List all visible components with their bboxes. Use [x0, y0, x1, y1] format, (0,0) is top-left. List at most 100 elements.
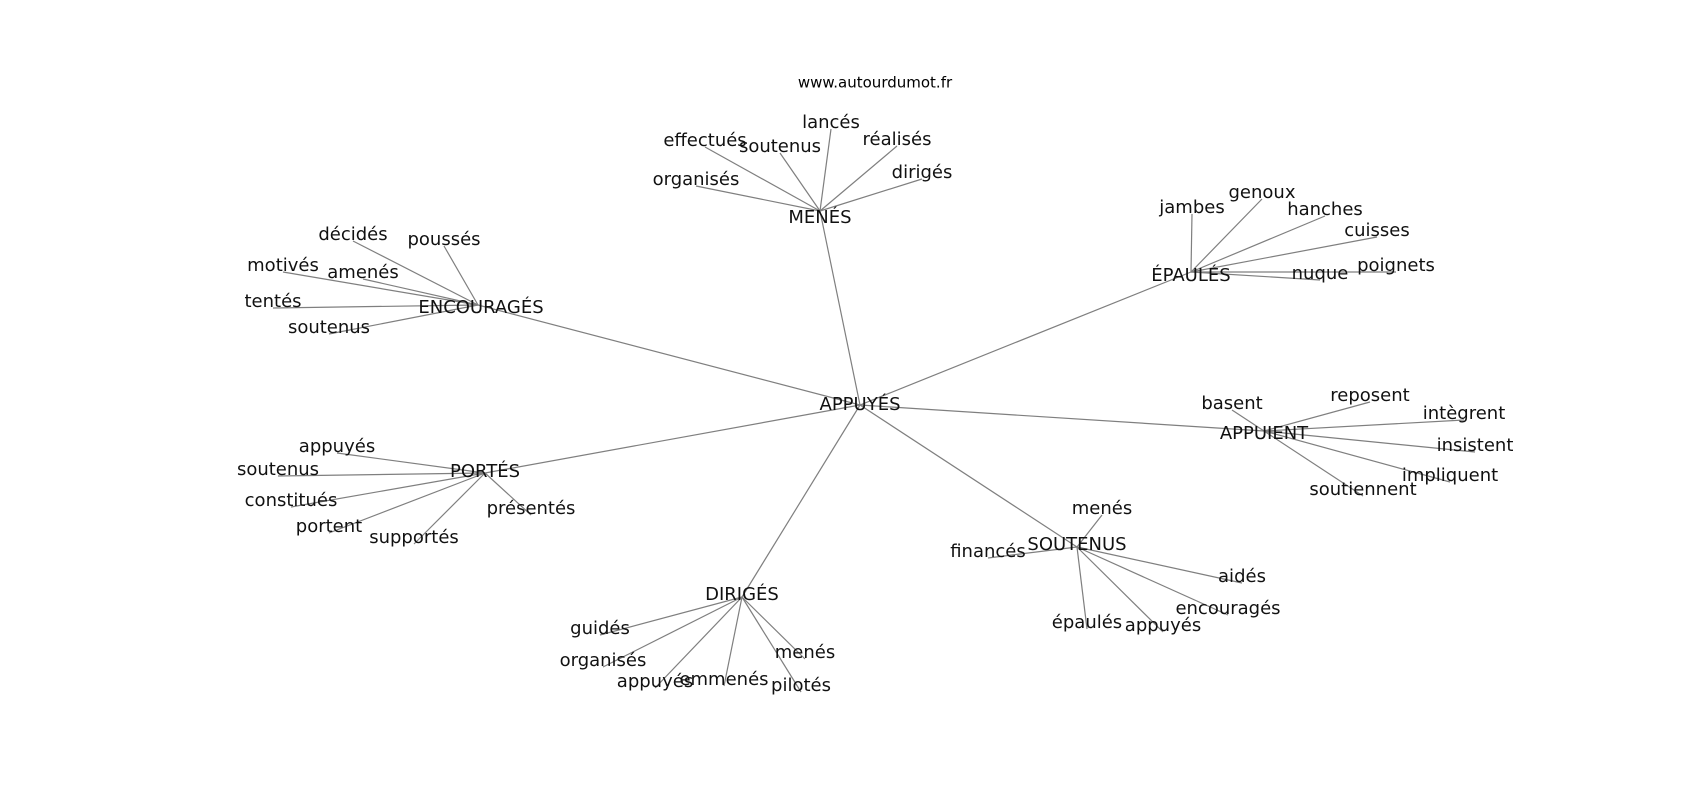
edge-hub-to-word: [1231, 409, 1265, 432]
edge-hub-to-word: [1190, 271, 1321, 281]
leaf-word: supportés: [369, 527, 459, 548]
hub-word: PORTÉS: [450, 460, 520, 482]
leaf-word: jambes: [1158, 197, 1224, 218]
hub-word: ENCOURAGÉS: [418, 296, 543, 318]
edge-hub-to-word: [741, 596, 806, 660]
edge-hub-to-word: [723, 596, 743, 687]
hub-word: DIRIGÉS: [705, 583, 779, 605]
edge-hub-to-word: [1263, 430, 1476, 453]
edge-hub-to-word: [336, 452, 486, 474]
leaf-word: soutenus: [288, 317, 370, 338]
hub-word: ÉPAULÉS: [1151, 264, 1230, 286]
leaf-word: menés: [1072, 498, 1132, 519]
leaf-word: portent: [296, 516, 362, 537]
hub-word: SOUTENUS: [1027, 534, 1126, 555]
leaf-word: financés: [950, 541, 1026, 562]
edge-hub-to-word: [779, 152, 821, 212]
hub-word: MENÉS: [788, 206, 851, 228]
leaf-word: appuyés: [617, 671, 693, 692]
edge-hub-to-word: [1076, 546, 1229, 616]
leaf-word: épaulés: [1052, 612, 1122, 633]
leaf-word: appuyés: [299, 436, 375, 457]
edge-hub-to-word: [362, 278, 479, 306]
edge-hub-to-word: [1190, 236, 1378, 273]
leaf-word: présentés: [487, 498, 576, 519]
leaf-word: emmenés: [679, 669, 768, 690]
edge-hub-to-word: [1263, 401, 1371, 432]
edge-hub-to-word: [819, 145, 898, 212]
leaf-word: soutenus: [237, 459, 319, 480]
leaf-word: soutenus: [739, 136, 821, 157]
leaf-word: réalisés: [863, 129, 932, 150]
edge-hub-to-word: [484, 472, 532, 516]
leaf-word: cuisses: [1344, 220, 1410, 241]
leaf-word: amenés: [327, 262, 399, 283]
edge-center-to-hub: [859, 404, 1078, 548]
edge-hub-to-word: [328, 304, 479, 335]
leaf-word: insistent: [1437, 435, 1514, 456]
leaf-word: appuyés: [1125, 615, 1201, 636]
leaf-word: pilotés: [771, 675, 831, 696]
leaf-word: aidés: [1218, 566, 1266, 587]
leaf-word: effectués: [663, 130, 746, 151]
edge-hub-to-word: [1190, 215, 1326, 273]
leaf-word: intègrent: [1423, 403, 1506, 424]
edge-hub-to-word: [413, 472, 486, 545]
edge-center-to-hub: [819, 210, 861, 406]
edge-center-to-hub: [484, 404, 861, 474]
watermark-text: www.autourdumot.fr: [798, 74, 953, 92]
edge-hub-to-word: [1190, 198, 1263, 273]
edge-hub-to-word: [1076, 514, 1103, 548]
edge-hub-to-word: [987, 546, 1078, 559]
graph-edges: [272, 128, 1476, 693]
leaf-word: motivés: [247, 255, 319, 276]
edge-hub-to-word: [819, 178, 923, 212]
edge-hub-to-word: [1263, 419, 1465, 432]
leaf-word: menés: [775, 642, 835, 663]
edge-center-to-hub: [741, 404, 861, 598]
leaf-word: genoux: [1229, 182, 1296, 203]
edge-hub-to-word: [654, 596, 743, 689]
leaf-word: guidés: [570, 618, 630, 639]
leaf-word: lancés: [802, 112, 860, 133]
edge-hub-to-word: [695, 185, 821, 212]
leaf-word: poussés: [407, 229, 480, 250]
leaf-word: encouragés: [1175, 598, 1280, 619]
edge-hub-to-word: [599, 596, 743, 636]
edge-hub-to-word: [1076, 546, 1164, 633]
edge-hub-to-word: [328, 472, 486, 534]
leaf-word: poignets: [1357, 255, 1435, 276]
edge-hub-to-word: [704, 146, 821, 212]
edge-hub-to-word: [272, 304, 479, 309]
leaf-word: soutiennent: [1309, 479, 1416, 500]
edge-hub-to-word: [443, 245, 479, 306]
leaf-word: constitués: [245, 490, 338, 511]
edge-hub-to-word: [1076, 546, 1088, 630]
edge-hub-to-word: [741, 596, 802, 693]
edge-hub-to-word: [352, 240, 479, 306]
leaf-word: décidés: [318, 224, 387, 245]
center-word: APPUYÉS: [820, 393, 901, 415]
edge-hub-to-word: [282, 271, 479, 306]
edge-hub-to-word: [1263, 430, 1364, 497]
edge-hub-to-word: [290, 472, 486, 508]
leaf-word: organisés: [653, 169, 740, 190]
edge-hub-to-word: [1076, 546, 1243, 584]
edge-hub-to-word: [1190, 213, 1193, 273]
edge-center-to-hub: [859, 271, 1192, 406]
edge-hub-to-word: [819, 128, 832, 212]
hub-word: APPUIENT: [1220, 423, 1309, 444]
graph-labels: www.autourdumot.fr APPUYÉS MENÉS lancés eff…: [237, 74, 1513, 697]
edge-center-to-hub: [859, 404, 1265, 432]
leaf-word: nuque: [1292, 263, 1349, 284]
leaf-word: organisés: [560, 650, 647, 671]
leaf-word: hanches: [1287, 199, 1363, 220]
leaf-word: tentés: [244, 291, 301, 312]
edge-hub-to-word: [277, 472, 486, 477]
edge-hub-to-word: [602, 596, 743, 668]
leaf-word: impliquent: [1402, 465, 1498, 486]
edge-center-to-hub: [477, 304, 861, 406]
leaf-word: reposent: [1330, 385, 1409, 406]
leaf-word: dirigés: [892, 162, 953, 183]
